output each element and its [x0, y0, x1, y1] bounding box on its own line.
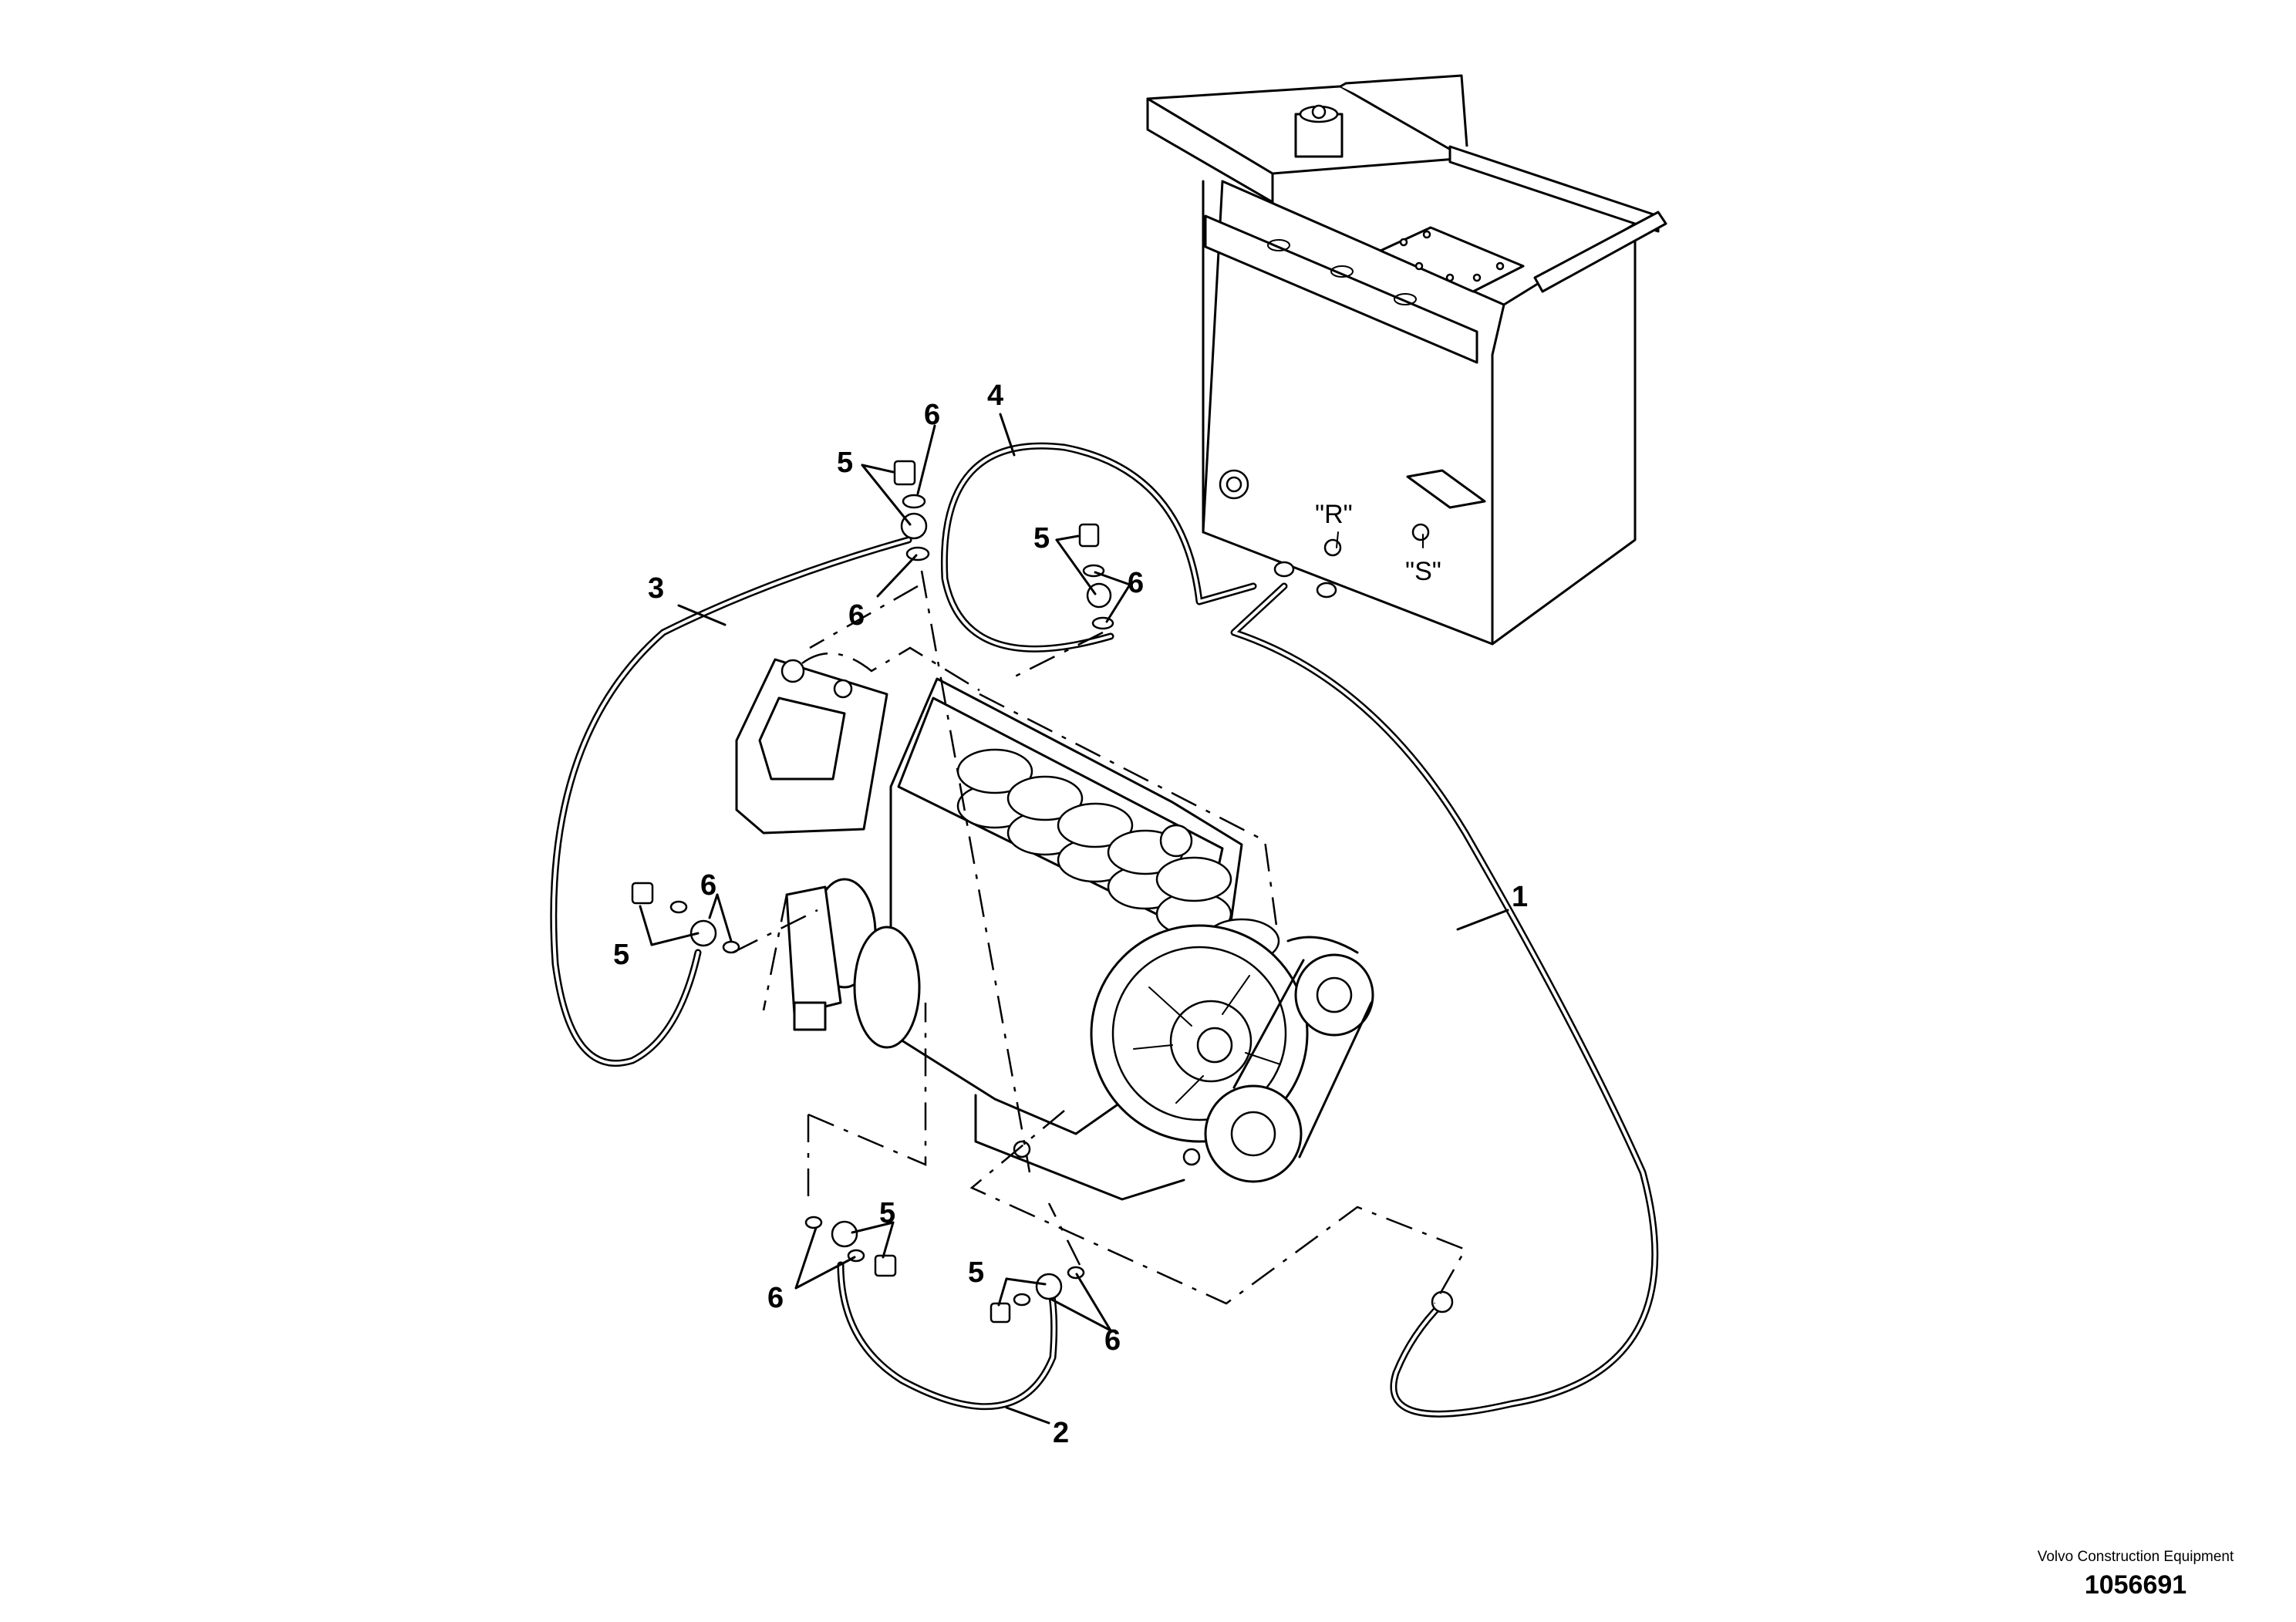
callout-screw-top-left: 5	[837, 447, 853, 479]
callout-hose-3: 3	[648, 572, 664, 605]
fuel-tank	[1146, 74, 1667, 646]
engine	[735, 646, 1374, 1201]
callout-washer-bottom-left: 6	[767, 1282, 784, 1314]
hose-1	[1230, 582, 1659, 1418]
port-label-r: "R"	[1315, 500, 1353, 529]
drawing-number: 1056691	[2084, 1570, 2187, 1600]
callout-washer-top-left-upper: 6	[924, 399, 940, 431]
callout-screw-bottom-left: 5	[879, 1197, 895, 1229]
cylinder-bank	[956, 748, 1280, 964]
callout-screw-bottom-right: 5	[968, 1256, 984, 1289]
callout-labels: 1 2 3 4 5 6 6 5 6 6 5 5 6 5 6 "R" "S"	[613, 379, 1528, 1449]
callout-hose-2: 2	[1053, 1417, 1069, 1449]
hose-2	[837, 1261, 1058, 1411]
manufacturer-name: Volvo Construction Equipment	[2037, 1549, 2234, 1565]
port-label-s: "S"	[1405, 557, 1441, 586]
hose-3	[550, 536, 912, 1067]
callout-washer-left: 6	[700, 869, 716, 902]
drawing-footer: Volvo Construction Equipment 1056691	[2035, 1548, 2236, 1600]
callout-washer-centre: 6	[1128, 567, 1144, 599]
callout-washer-bottom-right: 6	[1104, 1324, 1121, 1357]
callout-screw-centre: 5	[1033, 522, 1050, 555]
belt-drive	[1204, 936, 1374, 1183]
phantom-lines	[732, 570, 1467, 1305]
callout-hose-4: 4	[987, 379, 1003, 412]
leader-lines	[639, 413, 1509, 1425]
callout-screw-left: 5	[613, 939, 629, 971]
callout-hose-1: 1	[1512, 881, 1528, 913]
callout-washer-top-left-lower: 6	[848, 599, 865, 632]
hose-4	[940, 442, 1257, 653]
